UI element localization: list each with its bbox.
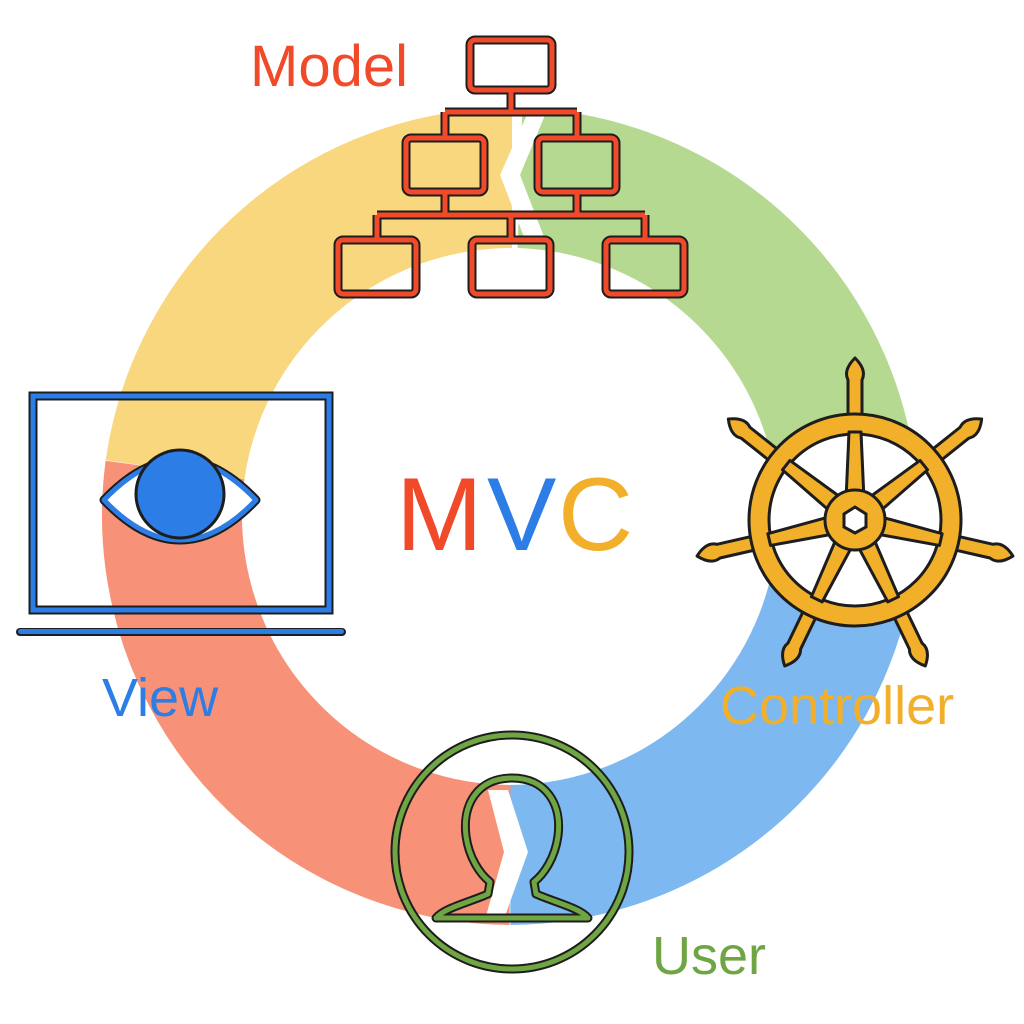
person-icon bbox=[390, 730, 634, 974]
controller-label: Controller bbox=[720, 676, 954, 736]
model-label: Model bbox=[250, 34, 408, 99]
page-title: M V C bbox=[396, 457, 633, 573]
user-label: User bbox=[652, 926, 766, 986]
monitor-eye-icon bbox=[16, 391, 346, 636]
view-label: View bbox=[102, 668, 219, 728]
title-letter-c: C bbox=[558, 457, 633, 573]
ring-segment-yellow bbox=[105, 107, 514, 481]
title-letter-v: V bbox=[487, 457, 556, 573]
title-letter-m: M bbox=[396, 457, 483, 573]
ship-wheel-icon bbox=[695, 356, 1015, 668]
chevron-divider-bottom bbox=[486, 790, 528, 916]
org-chart-icon bbox=[333, 35, 689, 299]
ring-segment-red bbox=[102, 460, 512, 925]
